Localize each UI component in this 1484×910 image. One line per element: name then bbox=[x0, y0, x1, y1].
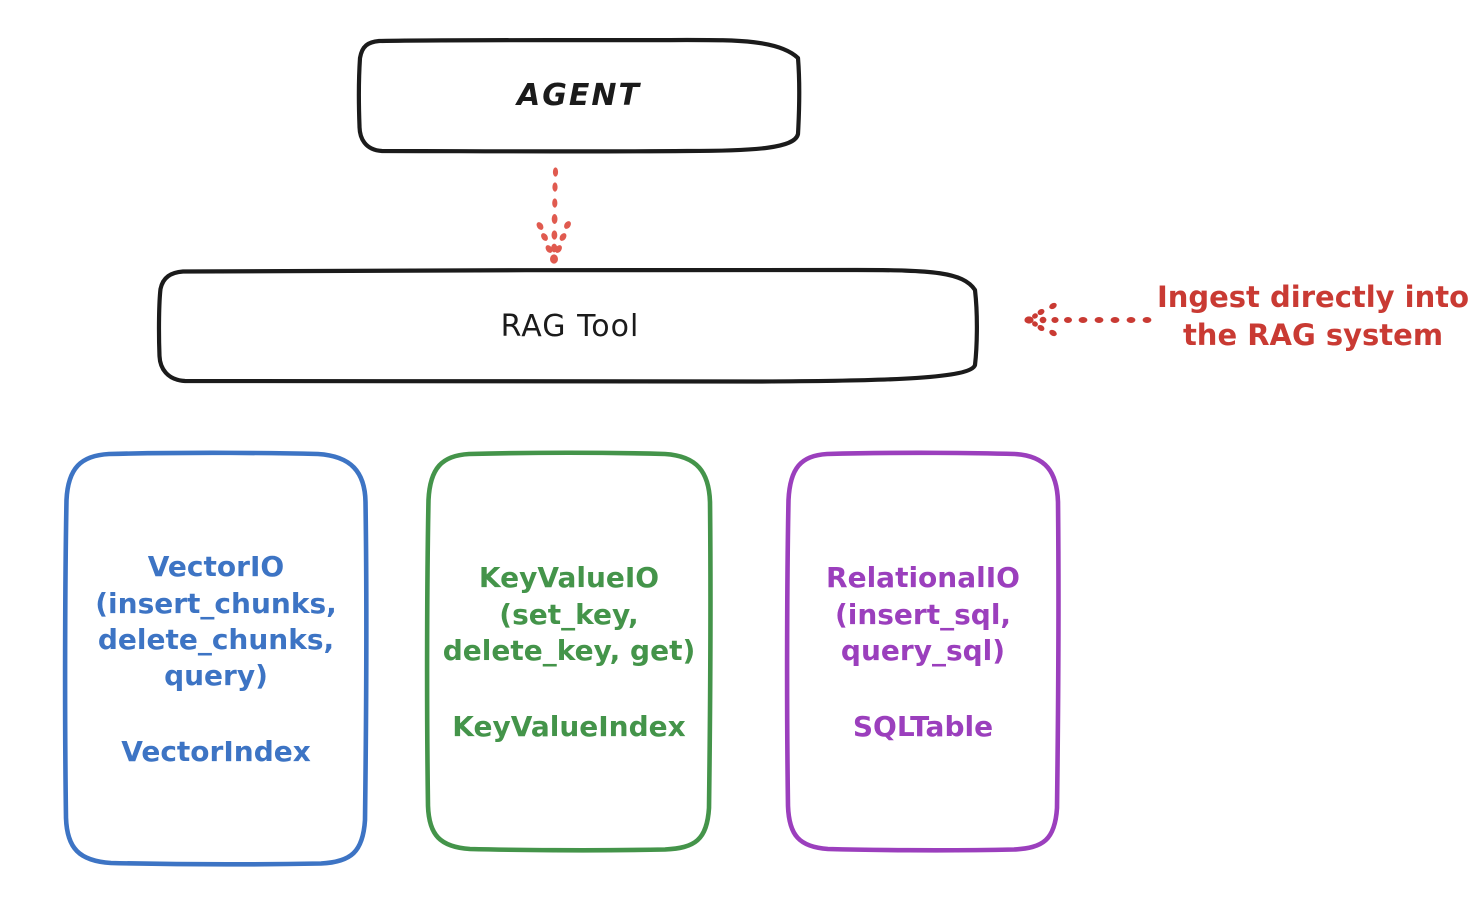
relational-io-api-signature: RelationalIO (insert_sql, query_sql) bbox=[826, 561, 1020, 668]
arrow-dots bbox=[536, 167, 571, 264]
key-value-io-labels: KeyValueIO (set_key, delete_key, get) Ke… bbox=[425, 560, 713, 742]
rag-tool-title: RAG Tool bbox=[500, 308, 640, 344]
node-key-value-io[interactable]: KeyValueIO (set_key, delete_key, get) Ke… bbox=[424, 450, 713, 853]
node-vector-io[interactable]: VectorIO (insert_chunks, delete_chunks, … bbox=[62, 450, 369, 867]
node-rag-tool[interactable]: RAG Tool bbox=[156, 267, 983, 385]
relational-io-labels: RelationalIO (insert_sql, query_sql) SQL… bbox=[785, 560, 1061, 742]
ingest-annotation-arrow bbox=[1024, 302, 1152, 337]
agent-title: AGENT bbox=[517, 78, 641, 113]
key-value-io-index-name: KeyValueIndex bbox=[452, 709, 686, 743]
vector-io-index-name: VectorIndex bbox=[121, 734, 311, 768]
node-agent[interactable]: AGENT bbox=[356, 37, 802, 154]
rag-tool-labels: RAG Tool bbox=[157, 309, 983, 344]
ingest-annotation-text: Ingest directly into the RAG system bbox=[1156, 280, 1470, 353]
agent-to-rag-tool-arrow bbox=[536, 167, 571, 264]
key-value-io-api-signature: KeyValueIO (set_key, delete_key, get) bbox=[442, 561, 696, 668]
vector-io-labels: VectorIO (insert_chunks, delete_chunks, … bbox=[63, 549, 369, 768]
vector-io-api-signature: VectorIO (insert_chunks, delete_chunks, … bbox=[95, 550, 337, 693]
node-relational-io[interactable]: RelationalIO (insert_sql, query_sql) SQL… bbox=[784, 450, 1061, 853]
agent-labels: AGENT bbox=[357, 78, 801, 113]
relational-io-index-name: SQLTable bbox=[852, 709, 994, 743]
arrow-dots bbox=[1024, 302, 1152, 337]
